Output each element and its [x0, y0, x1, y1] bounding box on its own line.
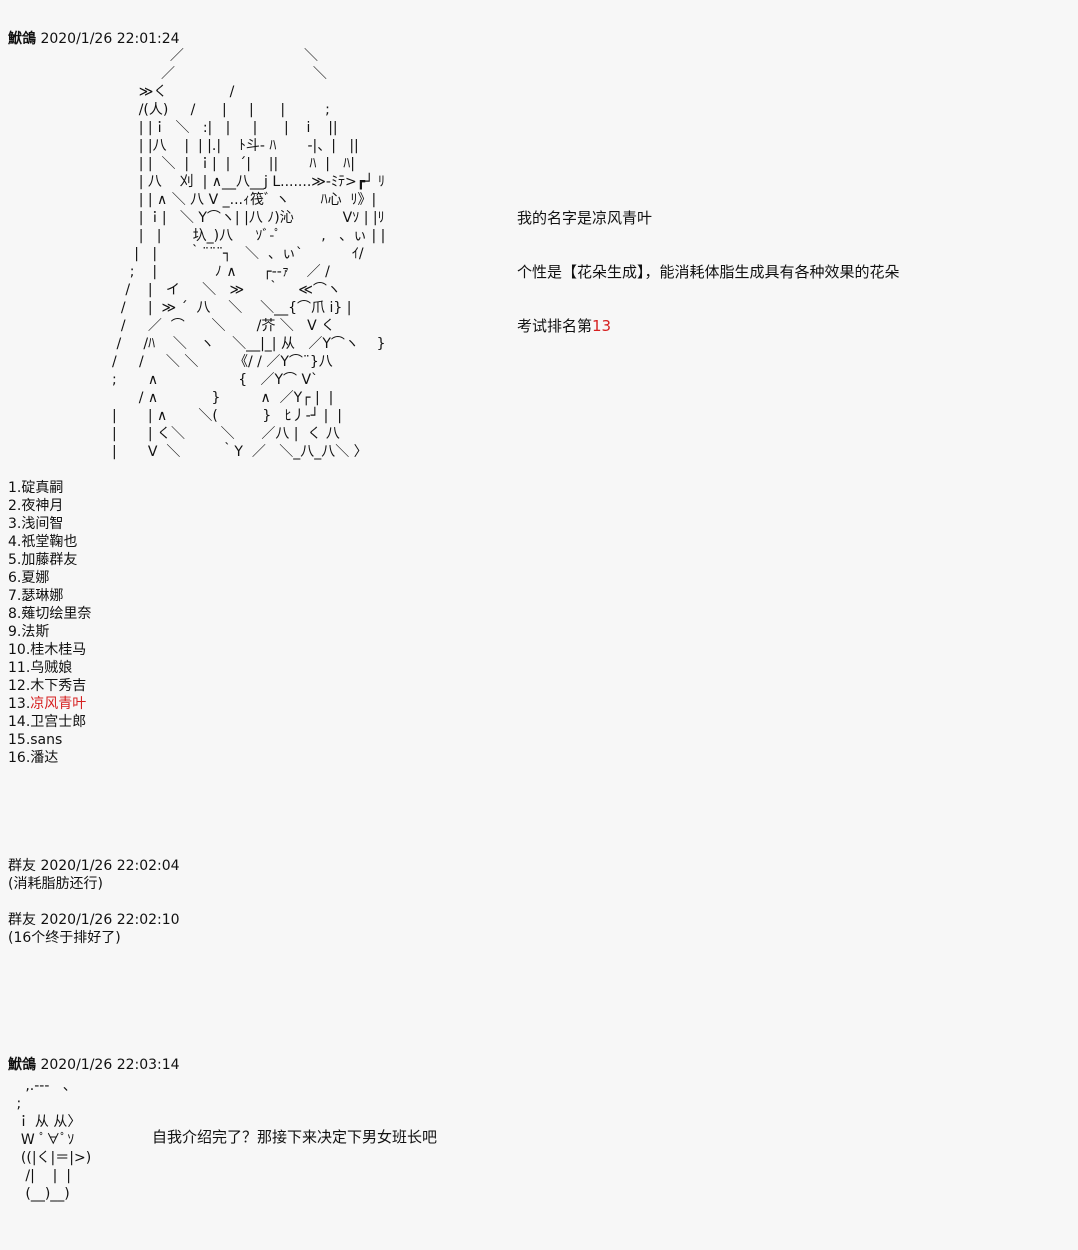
- intro-rank-prefix: 考试排名第: [517, 317, 593, 335]
- post-timestamp: 2020/1/26 22:01:24: [40, 31, 180, 47]
- reply-header: 群友 2020/1/26 22:02:10: [8, 911, 180, 929]
- list-item: 4.祇堂鞠也: [8, 534, 78, 550]
- list-item: 15.sans: [8, 732, 63, 748]
- list-item: 11.乌贼娘: [8, 660, 73, 676]
- list-item: 10.桂木桂马: [8, 642, 87, 658]
- list-item: 14.卫宫士郎: [8, 714, 87, 730]
- list-item: 9.法斯: [8, 624, 50, 640]
- list-item: 7.瑟琳娜: [8, 588, 64, 604]
- list-item: 5.加藤群友: [8, 552, 78, 568]
- list-item: 1.碇真嗣: [8, 480, 64, 496]
- list-item: 6.夏娜: [8, 570, 50, 586]
- list-item: 12.木下秀吉: [8, 678, 87, 694]
- list-item: 2.夜神月: [8, 498, 64, 514]
- reply-timestamp: 2020/1/26 22:02:04: [40, 858, 180, 874]
- intro-name: 我的名字是凉风青叶: [517, 209, 653, 227]
- reply-author: 群友: [8, 858, 36, 874]
- narrator-dialog: 自我介绍完了？那接下来决定下男女班长吧: [152, 1128, 438, 1146]
- intro-rank: 考试排名第13: [517, 316, 611, 336]
- post-header: 鮲鴿 2020/1/26 22:01:24: [8, 30, 180, 48]
- reply-text: (消耗脂肪还行): [8, 876, 103, 892]
- reply-post: 群友 2020/1/26 22:02:10 (16个终于排好了): [8, 911, 180, 947]
- intro-rank-number: 13: [592, 317, 612, 335]
- intro-quirk: 个性是【花朵生成】，能消耗体脂生成具有各种效果的花朵: [517, 263, 900, 281]
- list-item: 3.浅间智: [8, 516, 64, 532]
- post-author: 鮲鴿: [8, 1057, 36, 1073]
- list-item-highlighted: 13.凉风青叶: [8, 696, 87, 712]
- reply-timestamp: 2020/1/26 22:02:10: [40, 912, 180, 928]
- post-header: 鮲鴿 2020/1/26 22:03:14: [8, 1056, 180, 1074]
- post-author: 鮲鴿: [8, 31, 36, 47]
- list-item: 16.潘达: [8, 750, 59, 766]
- ascii-art-character: ／ ＼ ／ ＼ ≫く / /(人) / | | | ; | |ｉ ＼ :| | …: [112, 48, 386, 460]
- reply-header: 群友 2020/1/26 22:02:04: [8, 857, 180, 875]
- reply-author: 群友: [8, 912, 36, 928]
- ascii-art-narrator: ,.--- 、 ; ｉ 从 从〉 W ﾟ∀ﾟｿ ((|く|＝|>) /| | |…: [16, 1078, 92, 1202]
- list-item: 8.薙切绘里奈: [8, 606, 92, 622]
- post-timestamp: 2020/1/26 22:03:14: [40, 1057, 180, 1073]
- rank-list: 1.碇真嗣 2.夜神月 3.浅间智 4.祇堂鞠也 5.加藤群友 6.夏娜 7.瑟…: [8, 479, 91, 767]
- reply-text: (16个终于排好了): [8, 930, 121, 946]
- reply-post: 群友 2020/1/26 22:02:04 (消耗脂肪还行): [8, 857, 180, 893]
